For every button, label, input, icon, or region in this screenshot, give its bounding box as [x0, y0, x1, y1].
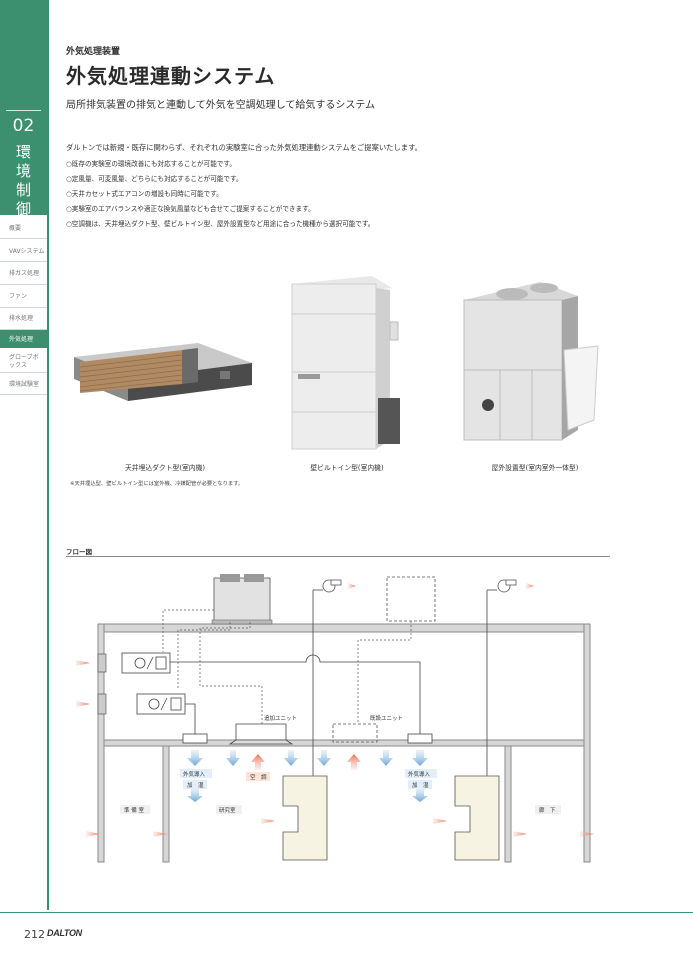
label-outdoor-air-in: 外気導入: [408, 770, 431, 778]
nav-item-glovebox[interactable]: グローブボックス: [9, 354, 39, 369]
product-note: ※天井埋込型、壁ビルトイン型には室外機、冷媒配管が必要となります。: [70, 481, 244, 487]
divider: [0, 307, 47, 308]
intro-text: ダルトンでは新規・既存に関わらず、それぞれの実験室に合った外気処理連動システムを…: [66, 143, 422, 152]
ceiling-duct-unit-image: [74, 343, 252, 401]
chapter-number: 02: [12, 116, 35, 136]
louver-icon: [97, 653, 107, 715]
divider: [0, 261, 47, 262]
sidebar-rule: [47, 0, 49, 910]
label-existing-unit: 既設ユニット: [370, 714, 403, 722]
product-caption: 壁ビルトイン型(室内機): [310, 464, 384, 472]
label-prep-room: 準 備 室: [124, 806, 144, 814]
nav-item-fan[interactable]: ファン: [9, 293, 28, 300]
label-additional-unit: 追加ユニット: [264, 714, 297, 722]
bullet-item: ○空調機は、天井埋込ダクト型、壁ビルトイン型、屋外設置型など用途に合った機種から…: [66, 220, 375, 228]
footer-rule: [0, 912, 693, 913]
divider: [0, 394, 47, 395]
label-corridor: 廊 下: [539, 806, 556, 814]
nav-item-vav[interactable]: VAVシステム: [9, 248, 45, 255]
divider: [0, 372, 47, 373]
label-humidify: 加 湿: [412, 781, 429, 789]
wall-builtin-unit-image: [291, 276, 400, 450]
nav-item-outdoor-air[interactable]: 外気処理: [9, 336, 34, 343]
label-humidify: 加 湿: [187, 781, 204, 789]
product-caption: 屋外設置型(室内室外一体型): [491, 464, 579, 472]
page-title: 外気処理連動システム: [66, 64, 276, 88]
ceiling-duct-unit-icon: [121, 652, 186, 715]
outdoor-condenser-icon: [211, 574, 273, 625]
flow-diagram: 追加ユニット 既設ユニット 外気導入 加 湿 外気導入 加 湿 空 調 準 備 …: [76, 574, 594, 863]
nav-item-drainage[interactable]: 排水処理: [9, 315, 34, 322]
divider: [0, 238, 47, 239]
bullet-item: ○天井カセット式エアコンの増設も同時に可能です。: [66, 190, 223, 198]
divider: [6, 110, 41, 111]
flow-diagram-label: フロー図: [66, 548, 92, 556]
label-outdoor-air-in: 外気導入: [183, 770, 206, 778]
bullet-item: ○定風量、可変風量、どちらにも対応することが可能です。: [66, 175, 243, 183]
label-cooling: 空 調: [250, 773, 267, 781]
page-number: 212: [24, 928, 45, 941]
nav-active-highlight: [0, 330, 47, 348]
bullet-item: ○既存の実験室の環境改善にも対応することが可能です。: [66, 160, 236, 168]
brand-logo: DALTON: [47, 928, 82, 938]
exhaust-fan-icon: [322, 579, 517, 593]
product-caption: 天井埋込ダクト型(室内機): [124, 464, 206, 472]
label-lab: 研究室: [219, 806, 236, 814]
chapter-title-text: 環境制御: [16, 143, 32, 218]
divider: [0, 284, 47, 285]
page-subtitle: 局所排気装置の排気と連動して外気を空調処理して給気するシステム: [66, 100, 376, 111]
divider: [66, 556, 610, 557]
divider: [0, 329, 47, 330]
category-label: 外気処理装置: [66, 47, 121, 57]
chapter-tab: [0, 0, 47, 215]
outdoor-unit-image: [463, 282, 599, 441]
nav-item-exhaust-gas[interactable]: 排ガス処理: [9, 270, 40, 277]
bullet-item: ○実験室のエアバランスや適正な換気風量なども合せてご提案することができます。: [66, 205, 315, 213]
chapter-title: 環境制御: [0, 143, 47, 219]
nav-item-overview[interactable]: 概要: [9, 225, 22, 232]
nav-item-env-test[interactable]: 環境試験室: [9, 381, 40, 388]
fume-hood-icon: [282, 775, 500, 861]
